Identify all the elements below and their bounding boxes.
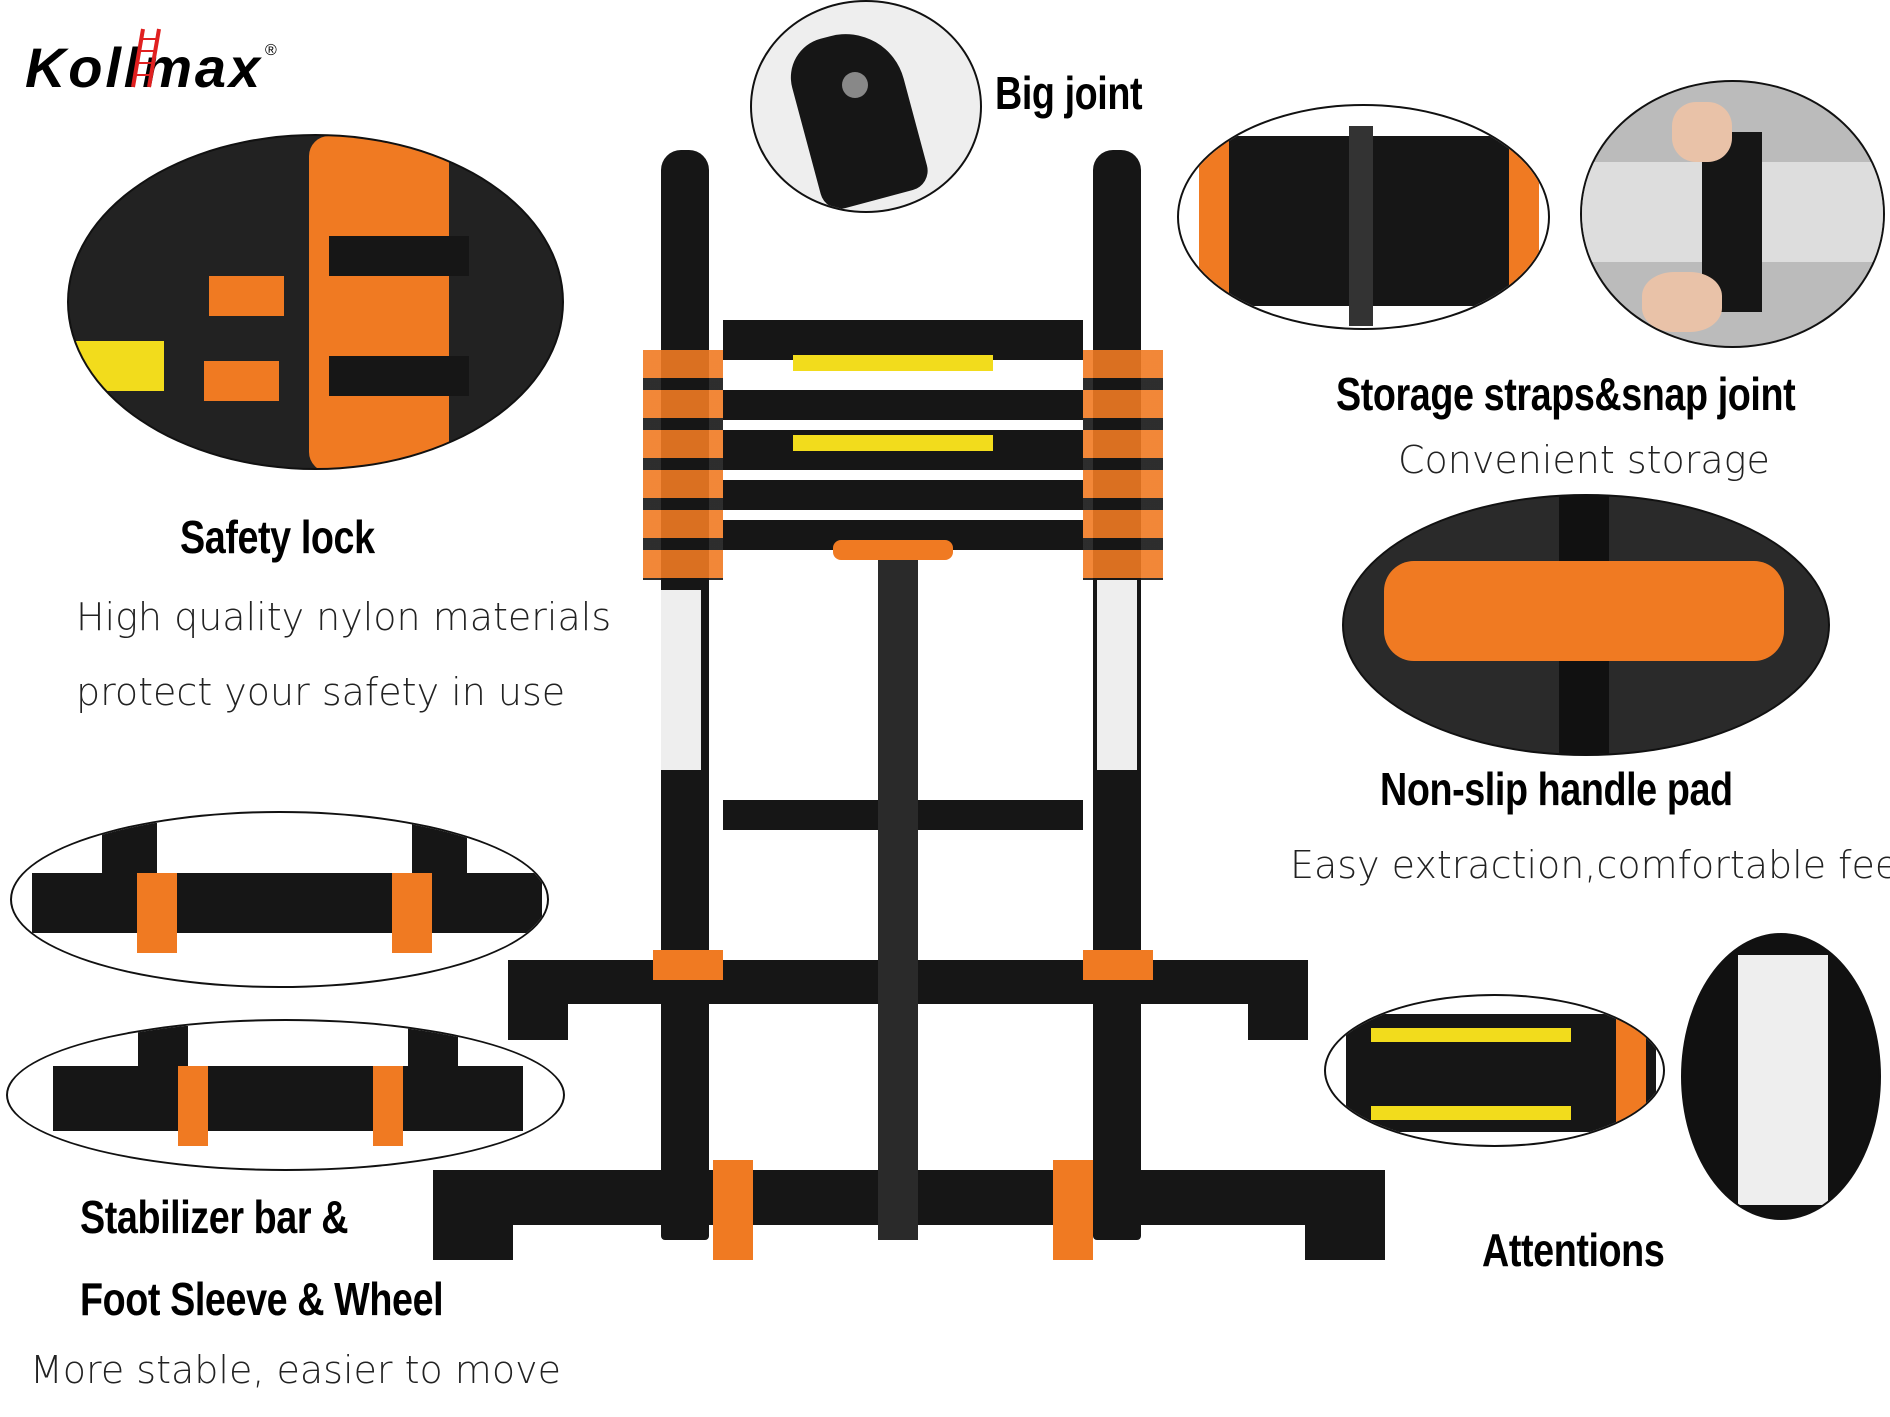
big-joint-image [750, 0, 982, 213]
attentions-label-image [1681, 933, 1881, 1220]
brand-logo: Kollmax ® [25, 25, 285, 99]
safety-lock-title: Safety lock [180, 511, 375, 563]
stabilizer-title-line2: Foot Sleeve & Wheel [80, 1273, 444, 1325]
snap-joint-image [1580, 80, 1885, 348]
storage-title: Storage straps&snap joint [1336, 368, 1796, 420]
ladder-product-image [433, 140, 1385, 1263]
big-joint-title: Big joint [995, 67, 1143, 119]
safety-lock-image [67, 134, 564, 470]
handle-pad-subtitle: Easy extraction,comfortable feel [1290, 843, 1890, 887]
wheel-closeup-image [10, 811, 549, 988]
svg-text:Kollmax: Kollmax [25, 36, 263, 95]
svg-text:®: ® [265, 42, 277, 59]
storage-subtitle: Convenient storage [1398, 438, 1770, 482]
stabilizer-title-line1: Stabilizer bar & [80, 1191, 349, 1243]
attentions-steps-image [1324, 994, 1665, 1147]
attentions-title: Attentions [1482, 1224, 1665, 1276]
stabilizer-subtitle: More stable, easier to move [30, 1348, 561, 1392]
safety-lock-line2: protect your safety in use [76, 670, 566, 714]
handle-pad-title: Non-slip handle pad [1380, 763, 1733, 815]
handle-pad-image [1342, 494, 1830, 756]
stabilizer-bar-image [6, 1019, 565, 1171]
storage-straps-image [1177, 104, 1550, 330]
safety-lock-line1: High quality nylon materials [76, 595, 612, 639]
